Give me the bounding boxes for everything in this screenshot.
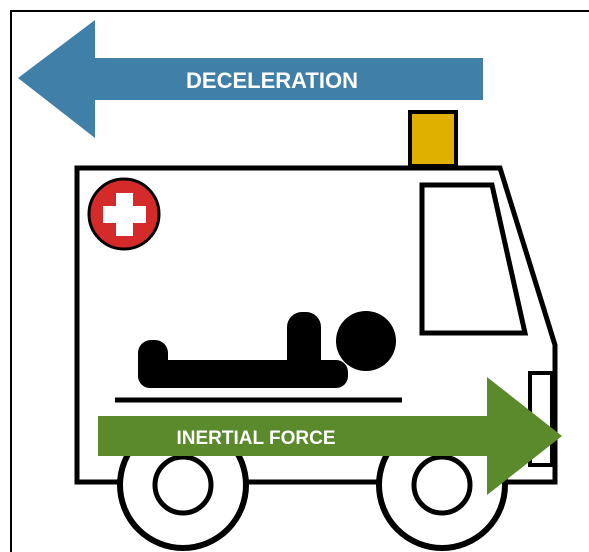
patient-lying-icon [138, 311, 396, 388]
cab-window [419, 182, 529, 336]
deceleration-arrow: DECELERATION [18, 20, 483, 138]
roof-beacon-icon [408, 110, 458, 168]
inertial-force-arrow: INERTIAL FORCE [98, 377, 562, 495]
medical-cross-icon [87, 177, 161, 251]
inertial-force-label: INERTIAL FORCE [176, 428, 335, 449]
deceleration-label: DECELERATION [186, 68, 358, 93]
